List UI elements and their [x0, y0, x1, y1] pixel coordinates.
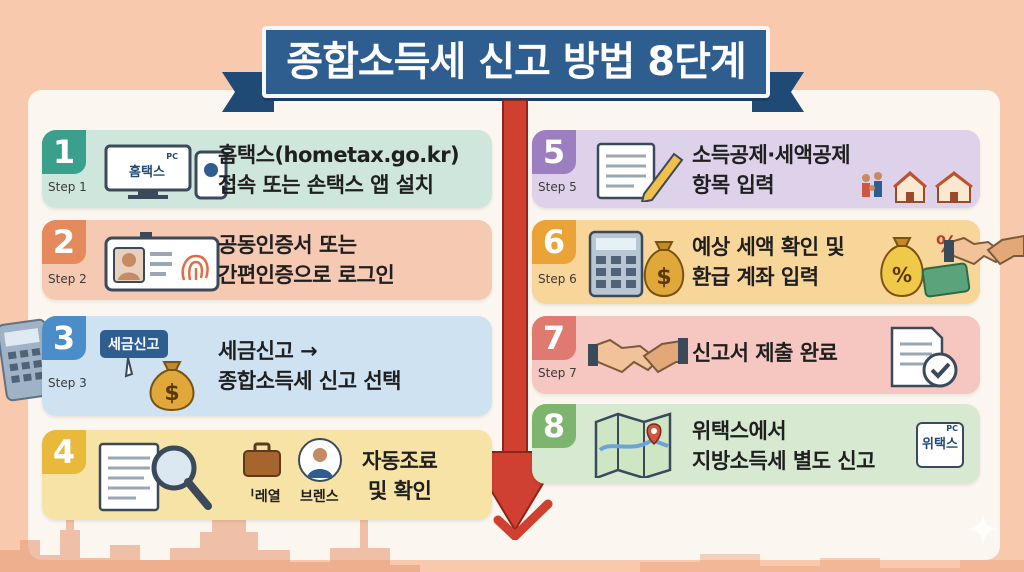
money-bag-icon: $	[124, 357, 195, 412]
step-description: 공동인증서 또는 간편인증으로 로그인	[218, 233, 395, 287]
step-description: 소득공제·세액공제 항목 입력	[692, 143, 851, 197]
page-title: 종합소득세 신고 방법 8단계	[262, 26, 770, 98]
sub-label-2: 브렌스	[300, 489, 339, 505]
step-card-2[interactable]: 2 Step 2 공동인증서 또는 간편인증으로 로그인	[42, 220, 492, 300]
step-label: Step 2	[48, 272, 87, 286]
handshake-icon	[588, 338, 688, 374]
svg-text:$: $	[164, 381, 179, 406]
map-pin-icon	[594, 412, 672, 478]
family-houses-icon	[862, 171, 973, 203]
step-number: 5	[532, 130, 576, 174]
handshake-decoration-icon	[944, 234, 1024, 266]
step-card-6[interactable]: 6 Step 6 $ 예상 세액 확인 및 환급 계좌 입력 % %	[532, 220, 980, 304]
step-label: Step 6	[538, 272, 577, 286]
calculator-decoration-icon	[0, 318, 54, 402]
step-card-7[interactable]: 7 Step 7 신고서 제출 완료	[532, 316, 980, 394]
step-card-8[interactable]: 8 위택스에서 지방소득세 별도 신고 PC 위택스	[532, 404, 980, 484]
step-description: 위택스에서 지방소득세 별도 신고	[692, 419, 876, 473]
city-skyline-decoration	[0, 480, 1024, 572]
percent-bag-card-icon: % %	[880, 233, 971, 298]
step-label: Step 1	[48, 180, 87, 194]
tax-report-button-icon: 세금신고	[100, 330, 168, 358]
step-card-3[interactable]: 3 Step 3 세금신고 $ 세금신고 → 종합소득세 신고 선택	[42, 316, 492, 416]
step-label: Step 7	[538, 366, 577, 380]
step-card-1[interactable]: 1 Step 1 PC 홈택스 홈택스(hometax.go.kr) 접속 또는…	[42, 130, 492, 208]
step-number: 2	[42, 220, 86, 264]
step-number: 4	[42, 430, 86, 474]
briefcase-icon	[243, 442, 281, 477]
step-number: 1	[42, 130, 86, 174]
sub-label-1: ᅵ레열	[242, 489, 281, 505]
document-pen-icon	[596, 142, 684, 202]
step-description: 홈택스(hometax.go.kr) 접속 또는 손택스 앱 설치	[218, 143, 460, 197]
person-avatar-icon	[298, 438, 342, 482]
wetax-logo-badge: PC 위택스	[916, 422, 964, 468]
calculator-moneybag-icon: $	[588, 230, 685, 298]
step-card-4[interactable]: 4 ᅵ레열 브렌스 자동조료 및 확인	[42, 430, 492, 520]
svg-text:%: %	[892, 263, 912, 287]
step-card-5[interactable]: 5 Step 5 소득공제·세액공제 항목 입력	[532, 130, 980, 208]
id-card-fingerprint-icon	[104, 232, 220, 292]
step-number: 8	[532, 404, 576, 448]
svg-text:$: $	[656, 265, 671, 290]
step-description: 신고서 제출 완료	[692, 341, 838, 365]
document-checkmark-icon	[890, 326, 958, 388]
step-number: 7	[532, 316, 576, 360]
step-description: 세금신고 → 종합소득세 신고 선택	[218, 339, 402, 393]
step-label: Step 3	[48, 376, 87, 390]
sparkle-icon	[966, 512, 1000, 546]
step-description: 자동조료 및 확인	[362, 449, 438, 503]
computer-phone-hometax-icon	[104, 144, 228, 200]
step-number: 6	[532, 220, 576, 264]
step-label: Step 5	[538, 180, 577, 194]
step-description: 예상 세액 확인 및 환급 계좌 입력	[692, 235, 845, 289]
hometax-logo-badge: PC 홈택스	[129, 152, 178, 180]
document-magnifier-icon	[98, 442, 212, 512]
step-number: 3	[42, 316, 86, 360]
